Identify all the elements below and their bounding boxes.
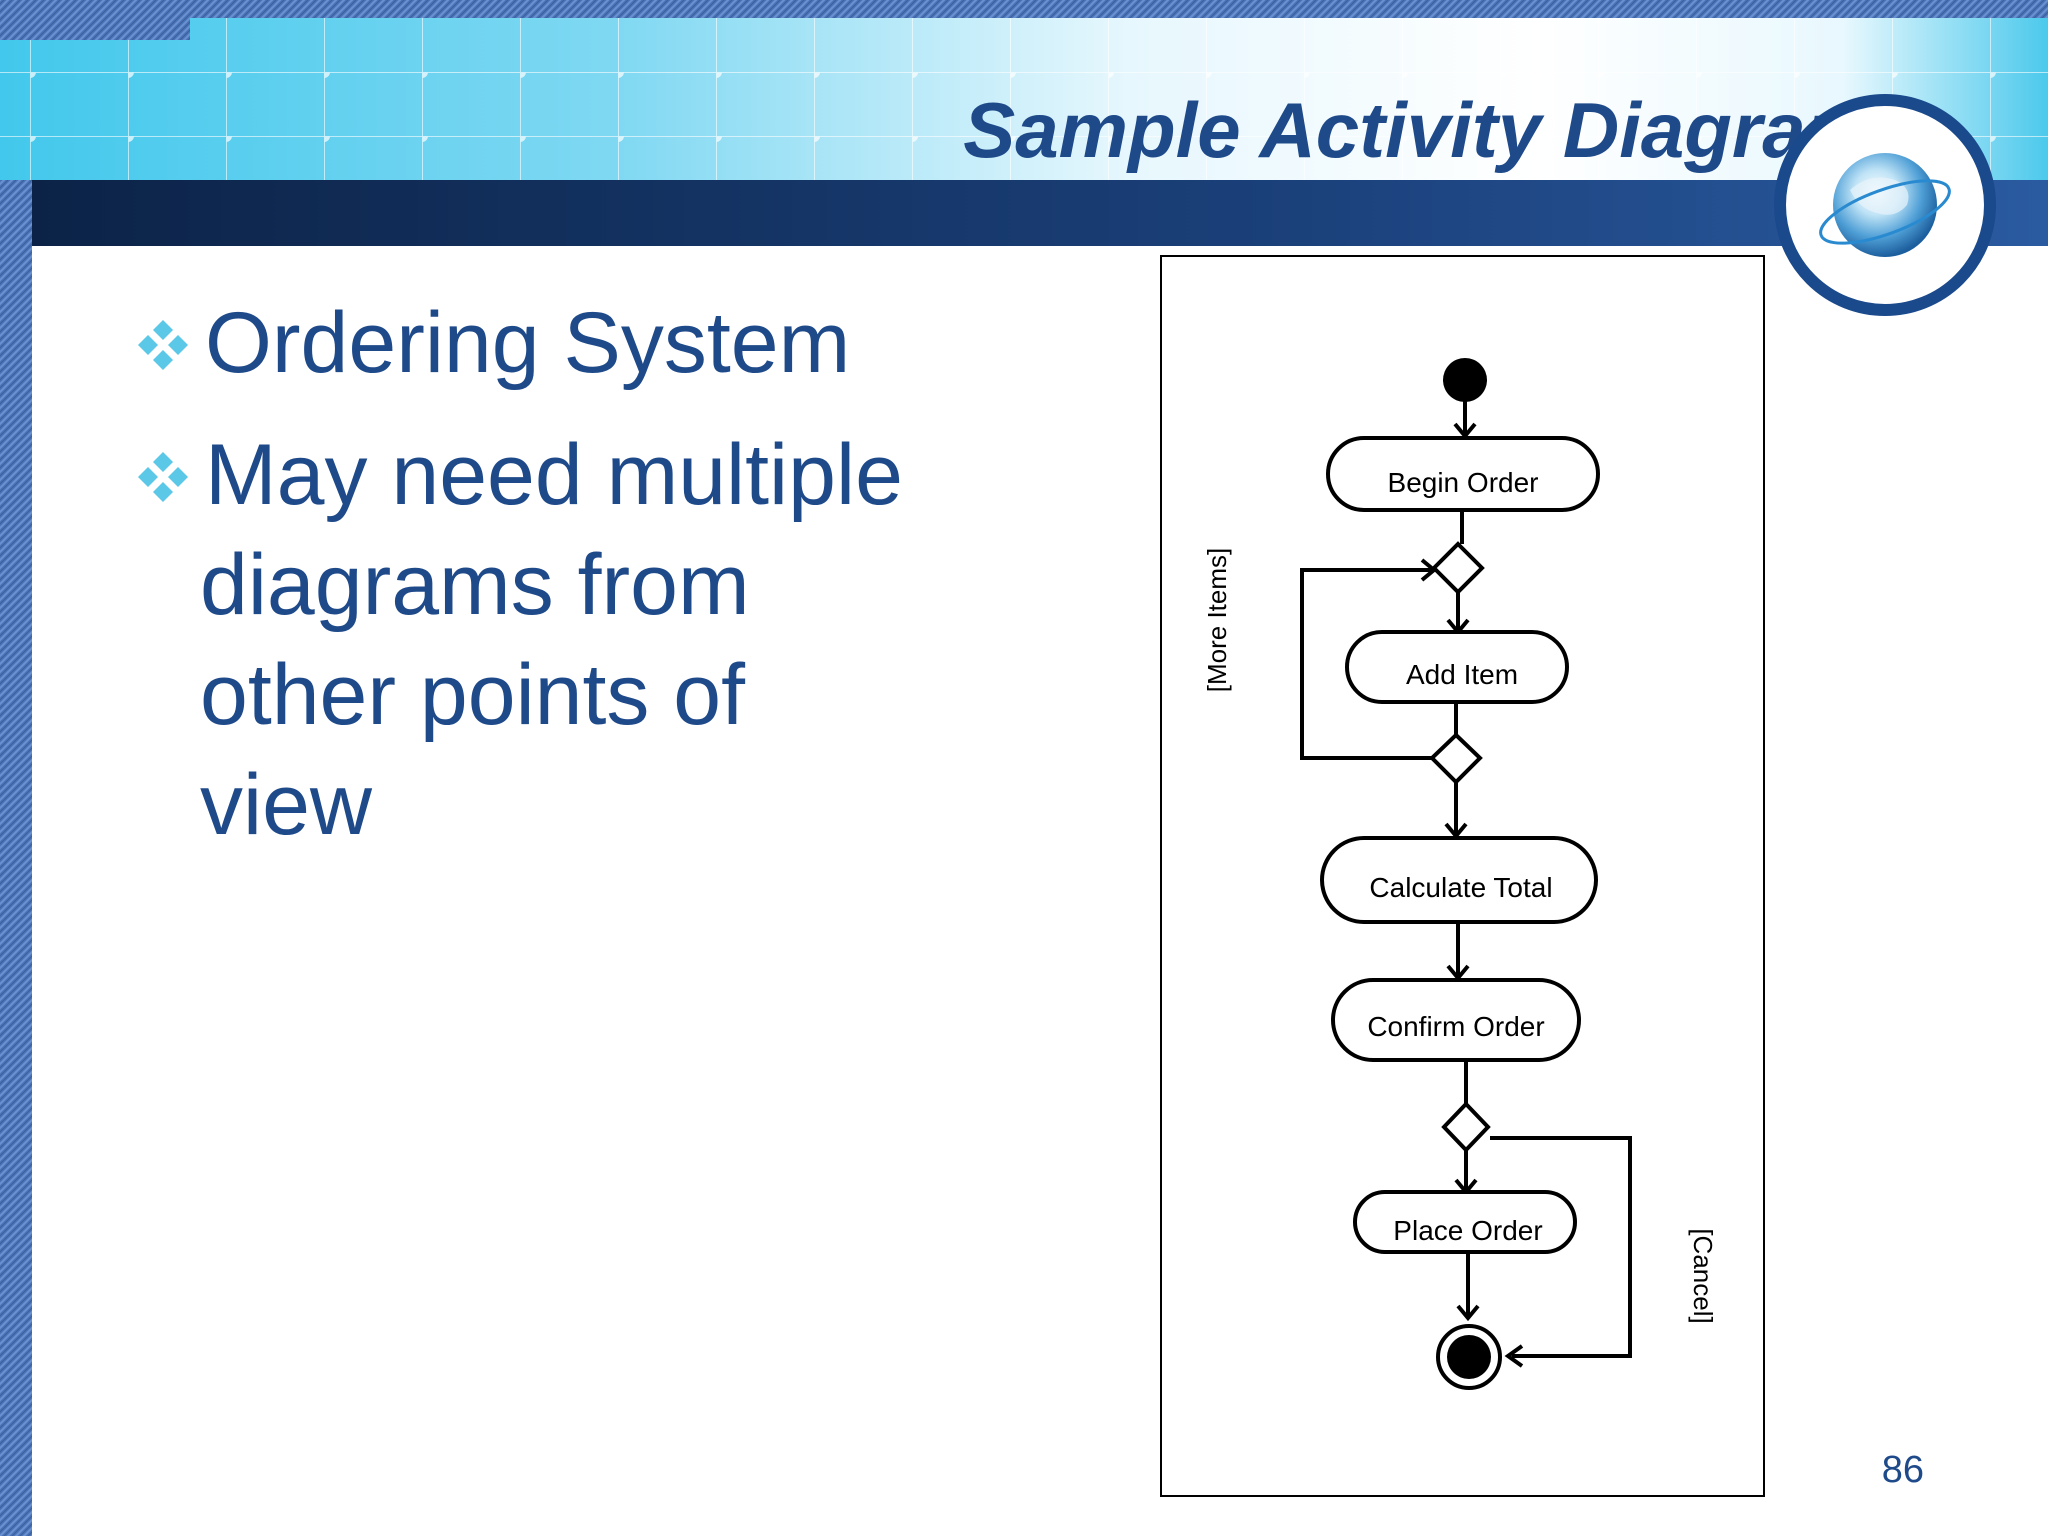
header-bar (32, 180, 2048, 246)
activity-diagram: Begin Order Add Item Calculate Total Con… (1160, 255, 1765, 1497)
svg-text:Calculate Total: Calculate Total (1369, 872, 1552, 903)
svg-text:Place Order: Place Order (1393, 1215, 1542, 1246)
guard-more-items: [More Items] (1202, 548, 1232, 692)
initial-node (1443, 358, 1487, 402)
bullet-line: Ordering System (205, 295, 850, 391)
activity-node-confirm-order: Confirm Order (1331, 978, 1581, 1062)
bullet-line: other points of (200, 647, 746, 743)
activity-node-calculate-total: Calculate Total (1320, 836, 1598, 924)
decision-node (1441, 1101, 1491, 1153)
activity-node-begin-order: Begin Order (1326, 436, 1600, 512)
guard-cancel: [Cancel] (1688, 1228, 1718, 1323)
slide-title: Sample Activity Diagram (963, 86, 1875, 174)
merge-node (1431, 541, 1485, 595)
bullet-list: Ordering System May need multiple diagra… (138, 295, 903, 853)
globe-emblem (1774, 94, 1996, 316)
bullet-line: diagrams from (200, 537, 750, 633)
page-number: 86 (1882, 1449, 1924, 1491)
bullet-line: May need multiple (205, 427, 903, 523)
diamond-bullet-icon (138, 320, 188, 370)
bullet-line: view (200, 757, 373, 853)
activity-node-add-item: Add Item (1345, 630, 1569, 704)
bullet-item: Ordering System (138, 295, 850, 391)
bullet-item: May need multiple diagrams from other po… (138, 427, 903, 853)
decision-node (1429, 732, 1483, 785)
svg-text:Add Item: Add Item (1406, 659, 1518, 690)
svg-text:Confirm Order: Confirm Order (1367, 1011, 1544, 1042)
diamond-bullet-icon (138, 452, 188, 502)
final-node (1436, 1324, 1502, 1390)
header-grid-band (0, 0, 2048, 180)
activity-node-place-order: Place Order (1353, 1190, 1577, 1254)
svg-text:Begin Order: Begin Order (1388, 467, 1539, 498)
